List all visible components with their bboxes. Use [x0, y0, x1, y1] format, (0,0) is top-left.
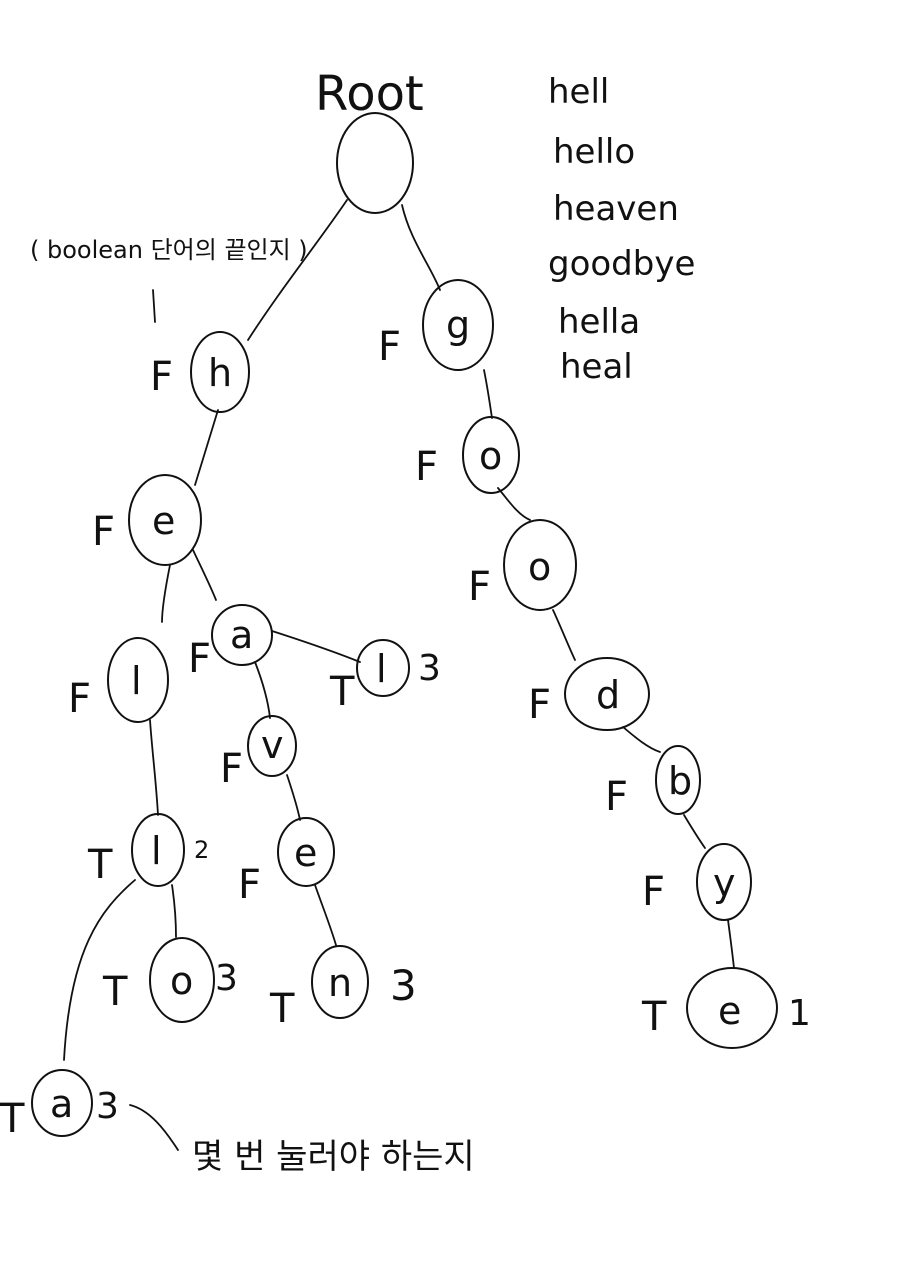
press-count: 3 [418, 648, 441, 689]
node-letter: l [151, 829, 162, 873]
node-letter: a [230, 613, 253, 657]
end-flag: F [188, 636, 211, 682]
press-count: 3 [215, 958, 238, 999]
end-flag: T [102, 969, 128, 1015]
count-note-pointer [129, 1104, 179, 1151]
node-heaven: T n 3 [269, 945, 417, 1032]
node-letter: e [718, 989, 741, 1033]
node-letter: e [294, 831, 317, 875]
end-flag: F [150, 354, 173, 400]
note-pointer [152, 289, 156, 323]
node-goo: F o [468, 519, 577, 611]
end-flag: T [87, 842, 113, 888]
end-flag: F [528, 682, 551, 728]
node-letter: b [668, 759, 692, 803]
node-heave: F e [238, 817, 335, 908]
node-hel: F l [68, 637, 169, 723]
count-note: 몇 번 눌러야 하는지 [192, 1137, 475, 1177]
word-list-item: goodbye [548, 244, 695, 284]
node-letter: n [328, 961, 352, 1005]
node-letter: a [50, 1082, 73, 1126]
root-node [336, 112, 414, 214]
end-flag: F [378, 324, 401, 370]
node-letter: v [261, 723, 284, 767]
end-flag: F [220, 746, 243, 792]
node-hea: F a [188, 604, 273, 682]
end-flag: T [0, 1096, 25, 1142]
node-letter: l [131, 659, 142, 703]
boolean-note: ( boolean 단어의 끝인지 ) [30, 236, 308, 264]
end-flag: F [92, 509, 115, 555]
node-g: F g [378, 279, 494, 371]
end-flag: F [468, 564, 491, 610]
word-list-item: heal [560, 347, 633, 387]
word-list-item: hell [548, 72, 609, 112]
node-letter: y [713, 861, 736, 905]
node-letter: o [528, 545, 551, 589]
press-count: 2 [194, 836, 209, 864]
word-list-item: heaven [553, 189, 679, 229]
node-letter: d [596, 673, 620, 717]
node-h: F h [150, 331, 250, 413]
trie-edges [63, 199, 735, 1061]
node-goodby: F y [642, 843, 752, 921]
node-letter: l [376, 647, 387, 691]
node-letter: o [170, 959, 193, 1003]
node-good: F d [528, 657, 650, 731]
press-count: 1 [788, 993, 811, 1034]
word-list-item: hella [558, 302, 640, 342]
node-heal: T l 3 [329, 639, 441, 715]
end-flag: F [605, 774, 628, 820]
node-hello: T o 3 [102, 937, 238, 1023]
end-flag: T [641, 994, 667, 1040]
node-goodb: F b [605, 745, 701, 820]
end-flag: F [238, 862, 261, 908]
node-goodbye: T e 1 [641, 967, 811, 1049]
word-list-item: hello [553, 132, 635, 172]
node-letter: g [446, 303, 470, 347]
node-he: F e [92, 474, 202, 566]
node-hella: T a 3 [0, 1069, 119, 1142]
end-flag: T [269, 986, 295, 1032]
end-flag: F [415, 444, 438, 490]
node-letter: e [152, 499, 175, 543]
node-letter: h [208, 351, 232, 395]
node-go: F o [415, 416, 520, 494]
word-list: hell hello heaven goodbye hella heal [548, 72, 695, 387]
node-letter: o [479, 434, 502, 478]
node-heav: F v [220, 715, 297, 792]
end-flag: F [68, 676, 91, 722]
press-count: 3 [390, 961, 417, 1010]
node-hell: T l 2 [87, 813, 209, 888]
end-flag: F [642, 869, 665, 915]
press-count: 3 [96, 1086, 119, 1127]
end-flag: T [329, 669, 355, 715]
